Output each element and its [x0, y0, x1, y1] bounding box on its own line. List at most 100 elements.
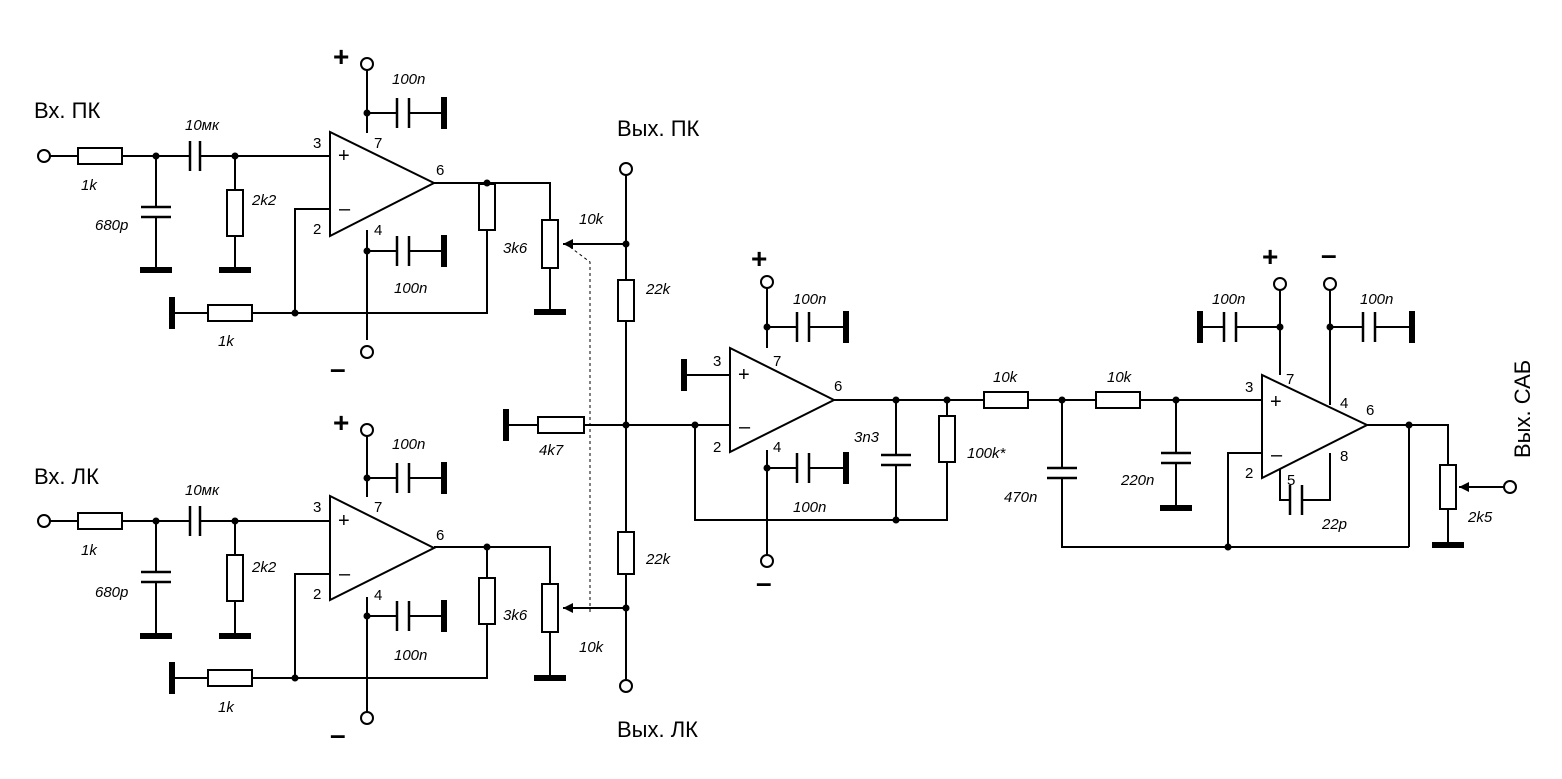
pin-label: 6 [436, 162, 444, 179]
resistor-1k-input-right [77, 147, 123, 165]
resistor-2k2-left [226, 554, 244, 602]
value-10k: 10k [993, 369, 1019, 386]
output-sub-label: Вых. САБ [1510, 360, 1535, 458]
pin-label: 4 [1340, 395, 1348, 412]
output-left-label: Вых. ЛК [617, 717, 698, 742]
resistor-22k-bottom [617, 531, 635, 575]
value-22k: 22k [645, 281, 672, 298]
power-plus-right: + [333, 41, 349, 72]
resistor-1k-input-left [77, 512, 123, 530]
pin-label: 4 [374, 587, 382, 604]
value-1k: 1k [218, 333, 235, 350]
opamp-filter [1261, 373, 1370, 480]
summing-amplifier-stage [681, 275, 984, 568]
opamp-right-minus: – [339, 198, 351, 220]
opamp-sum-minus: – [739, 416, 751, 438]
power-plus-left: + [333, 407, 349, 438]
left-channel-stage [37, 423, 626, 725]
opamp-left-plus: + [338, 510, 350, 532]
resistor-4k7 [537, 416, 585, 434]
pin-label: 7 [374, 135, 382, 152]
opamp-right [329, 130, 437, 238]
power-plus-filter: + [1262, 241, 1278, 272]
power-minus-left: – [330, 719, 346, 750]
pin-label: 3 [313, 135, 321, 152]
output-right-label: Вых. ПК [617, 116, 700, 141]
value-3n3: 3n3 [854, 429, 880, 446]
value-680p: 680p [95, 584, 128, 601]
pin-label: 3 [313, 499, 321, 516]
value-10mk: 10мк [185, 117, 220, 134]
potentiometer-10k-right [541, 219, 559, 269]
value-100n: 100n [1212, 291, 1245, 308]
resistor-1k-feedback-left [207, 669, 253, 687]
value-22p: 22p [1321, 516, 1347, 533]
power-minus-right: – [330, 353, 346, 384]
opamp-filter-minus: – [1271, 444, 1283, 466]
value-2k2: 2k2 [251, 559, 277, 576]
value-100n: 100n [392, 436, 425, 453]
subwoofer-filter-stage [983, 277, 1517, 551]
pin-label: 8 [1340, 448, 1348, 465]
input-right-label: Вх. ПК [34, 98, 100, 123]
value-100n: 100n [793, 291, 826, 308]
potentiometer-2k5 [1439, 464, 1457, 510]
value-100n: 100n [392, 71, 425, 88]
pin-label: 7 [374, 499, 382, 516]
pin-label: 3 [1245, 379, 1253, 396]
pin-label: 7 [773, 353, 781, 370]
pin-label: 2 [1245, 465, 1253, 482]
right-channel-stage [37, 57, 626, 612]
input-left-label: Вх. ЛК [34, 464, 99, 489]
pin-label: 2 [313, 221, 321, 238]
value-4k7: 4k7 [539, 442, 564, 459]
value-220n: 220n [1120, 472, 1154, 489]
value-10mk: 10мк [185, 482, 220, 499]
value-1k: 1k [218, 699, 235, 716]
pin-label: 6 [436, 527, 444, 544]
resistor-3k6-right [478, 183, 496, 231]
value-3k6: 3k6 [503, 607, 528, 624]
value-2k2: 2k2 [251, 192, 277, 209]
value-3k6: 3k6 [503, 240, 528, 257]
opamp-summing [729, 346, 837, 454]
resistor-2k2-right [226, 189, 244, 237]
value-100k: 100k* [967, 445, 1007, 462]
value-1k: 1k [81, 542, 98, 559]
value-10k: 10k [1107, 369, 1133, 386]
resistor-22k-top [617, 279, 635, 322]
resistor-1k-feedback-right [207, 304, 253, 322]
value-22k: 22k [645, 551, 672, 568]
opamp-filter-plus: + [1270, 391, 1282, 413]
resistor-10k-filter-2 [1095, 391, 1141, 409]
resistor-10k-filter-1 [983, 391, 1029, 409]
opamp-left-minus: – [339, 563, 351, 585]
power-minus-filter: – [1321, 239, 1337, 270]
value-2k5: 2k5 [1467, 509, 1493, 526]
value-1k: 1k [81, 177, 98, 194]
pin-label: 7 [1286, 371, 1294, 388]
summing-network [503, 162, 695, 693]
power-minus-sum: – [756, 567, 772, 598]
potentiometer-10k-left [541, 583, 559, 633]
value-470n: 470n [1004, 489, 1037, 506]
opamp-sum-plus: + [738, 364, 750, 386]
value-100n: 100n [394, 280, 427, 297]
value-100n: 100n [1360, 291, 1393, 308]
pin-label: 3 [713, 353, 721, 370]
resistor-3k6-left [478, 577, 496, 625]
opamp-left [329, 494, 437, 602]
pin-label: 2 [713, 439, 721, 456]
value-100n: 100n [793, 499, 826, 516]
value-680p: 680p [95, 217, 128, 234]
value-10k: 10k [579, 211, 605, 228]
pin-label: 4 [374, 222, 382, 239]
pin-label: 6 [834, 378, 842, 395]
opamp-right-plus: + [338, 145, 350, 167]
pin-label: 4 [773, 439, 781, 456]
value-100n: 100n [394, 647, 427, 664]
resistor-100k [938, 415, 956, 463]
power-plus-sum: + [751, 243, 767, 274]
pin-label: 6 [1366, 402, 1374, 419]
